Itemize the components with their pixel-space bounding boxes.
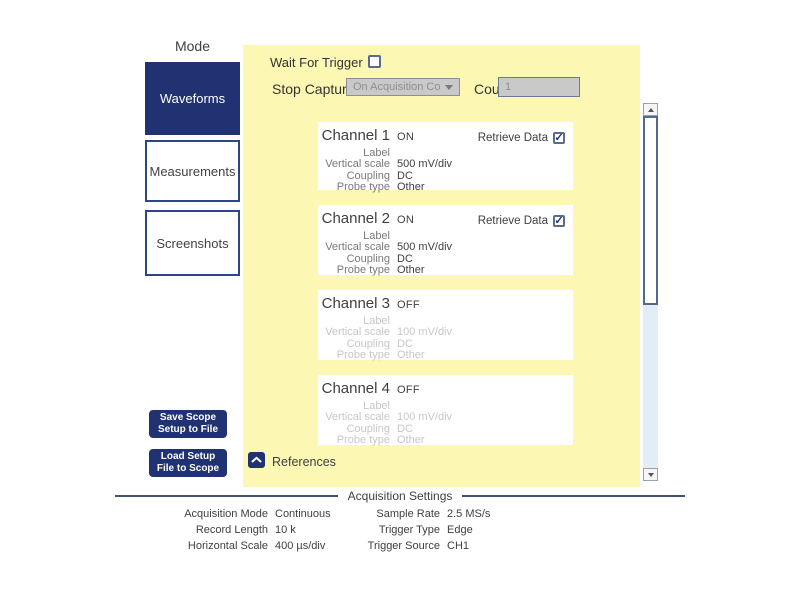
channel-1-retrieve-data-checkbox[interactable] (553, 132, 565, 144)
scrollbar-track[interactable] (643, 116, 658, 468)
acquisition-mode-row: Acquisition Mode Continuous (150, 508, 331, 520)
channel-4-vscale-field: Vertical scale (325, 411, 390, 423)
stop-capture-dropdown[interactable]: On Acquisition Count (346, 78, 460, 96)
channel-1-title: Channel 1 (321, 127, 390, 144)
horizontal-scale-value: 400 µs/div (275, 540, 326, 552)
divider-line-left (115, 495, 338, 497)
acquisition-settings-divider: Acquisition Settings (115, 489, 686, 503)
horizontal-scale-label: Horizontal Scale (187, 540, 268, 552)
channel-2-card: Channel 2 ON Label Vertical scale 500 mV/… (318, 205, 573, 276)
count-value: 1 (505, 81, 512, 93)
record-length-label: Record Length (195, 524, 268, 536)
channel-3-label-field: Label (363, 314, 390, 327)
channel-1-coupling-field: Coupling (346, 169, 390, 182)
acquisition-mode-label: Acquisition Mode (184, 508, 268, 520)
channel-2-vscale-value: 500 mV/div (397, 241, 453, 253)
stop-capture-selected-value: On Acquisition Count (353, 81, 441, 93)
channel-1-vscale-value: 500 mV/div (397, 158, 453, 170)
scroll-down-button[interactable] (643, 468, 658, 481)
save-scope-setup-button-line1: Save Scope (159, 411, 217, 423)
channel-3-coupling-field: Coupling (346, 337, 390, 350)
tab-screenshots[interactable]: Screenshots (145, 210, 240, 276)
sample-rate-value: 2.5 MS/s (447, 508, 491, 520)
scrollbar-thumb[interactable] (643, 116, 658, 305)
channel-2-title: Channel 2 (321, 210, 390, 227)
tab-waveforms-label: Waveforms (159, 91, 226, 106)
horizontal-scale-row: Horizontal Scale 400 µs/div (150, 541, 331, 552)
channel-2-label-field: Label (363, 229, 390, 242)
channel-3-probe-value: Other (397, 349, 425, 361)
channel-1-label-field: Label (363, 146, 390, 159)
tab-waveforms[interactable]: Waveforms (145, 62, 240, 135)
sample-rate-row: Sample Rate 2.5 MS/s (330, 509, 490, 520)
acquisition-settings-left-column: Acquisition Mode Continuous Record Lengt… (150, 508, 331, 557)
channel-4-label-field: Label (363, 399, 390, 412)
channel-1-vscale-field: Vertical scale (325, 158, 390, 170)
divider-line-right (462, 495, 686, 497)
channel-1-retrieve-data-label: Retrieve Data (477, 132, 548, 144)
tab-screenshots-label: Screenshots (156, 235, 229, 251)
trigger-source-label: Trigger Source (367, 540, 440, 552)
channel-3-coupling-value: DC (397, 337, 413, 350)
acquisition-settings-title: Acquisition Settings (347, 489, 453, 503)
scroll-down-icon (647, 472, 654, 477)
acquisition-settings-right-column: Sample Rate 2.5 MS/s Trigger Type Edge T… (330, 509, 491, 557)
channel-4-card: Channel 4 OFF Label Vertical scale 100 mV… (318, 375, 573, 446)
mode-section-label: Mode (174, 38, 211, 54)
tab-measurements[interactable]: Measurements (145, 140, 240, 202)
channel-3-vscale-value: 100 mV/div (397, 326, 453, 338)
channel-2-retrieve-data-checkbox[interactable] (553, 215, 565, 227)
channel-1-coupling-value: DC (397, 169, 413, 182)
stop-capture-label: Stop Capture (272, 81, 355, 97)
references-label: References (272, 455, 336, 469)
channel-1-card: Channel 1 ON Label Vertical scale 500 mV/… (318, 122, 573, 193)
channel-2-coupling-field: Coupling (346, 252, 390, 265)
trigger-type-value: Edge (447, 524, 473, 536)
wait-for-trigger-checkbox[interactable] (368, 55, 381, 68)
sample-rate-label: Sample Rate (376, 508, 440, 520)
channel-3-probe-field: Probe type (336, 349, 390, 361)
channel-2-vscale-field: Vertical scale (325, 241, 390, 253)
tab-measurements-label: Measurements (149, 163, 236, 179)
channel-4-probe-field: Probe type (336, 434, 390, 446)
scroll-up-icon (647, 107, 654, 112)
channel-4-coupling-field: Coupling (346, 422, 390, 435)
channel-3-state: OFF (397, 299, 420, 311)
count-input[interactable]: 1 (498, 77, 580, 97)
acquisition-mode-value: Continuous (275, 508, 331, 520)
channel-1-state: ON (397, 131, 415, 143)
chevron-up-icon (251, 456, 262, 463)
load-setup-file-button[interactable]: Load Setup File to Scope (149, 449, 227, 477)
references-collapse-button[interactable] (248, 452, 265, 468)
channel-1-probe-field: Probe type (336, 181, 390, 193)
wait-for-trigger-label: Wait For Trigger (270, 55, 363, 70)
channel-2-coupling-value: DC (397, 252, 413, 265)
load-setup-file-button-line1: Load Setup (160, 450, 216, 462)
trigger-type-label: Trigger Type (378, 524, 440, 536)
chevron-down-icon (445, 84, 453, 90)
channel-4-coupling-value: DC (397, 422, 413, 435)
channel-2-probe-field: Probe type (336, 264, 390, 276)
trigger-source-value: CH1 (447, 540, 470, 552)
channel-3-card: Channel 3 OFF Label Vertical scale 100 mV… (318, 290, 573, 361)
channel-4-title: Channel 4 (321, 380, 390, 397)
record-length-value: 10 k (275, 524, 296, 536)
save-scope-setup-button-line2: Setup to File (158, 424, 218, 435)
record-length-row: Record Length 10 k (150, 525, 331, 536)
channel-4-probe-value: Other (397, 434, 425, 446)
channel-2-state: ON (397, 214, 415, 226)
channel-1-probe-value: Other (397, 181, 425, 193)
channel-4-vscale-value: 100 mV/div (397, 411, 453, 423)
channel-4-state: OFF (397, 384, 420, 396)
vertical-scrollbar (643, 103, 658, 481)
trigger-type-row: Trigger Type Edge (330, 525, 490, 536)
channel-2-probe-value: Other (397, 264, 425, 276)
channel-3-vscale-field: Vertical scale (325, 326, 390, 338)
channel-2-retrieve-data-label: Retrieve Data (477, 215, 548, 227)
scroll-up-button[interactable] (643, 103, 658, 116)
channel-3-title: Channel 3 (321, 295, 390, 312)
load-setup-file-button-line2: File to Scope (156, 463, 220, 474)
save-scope-setup-button[interactable]: Save Scope Setup to File (149, 410, 227, 438)
trigger-source-row: Trigger Source CH1 (330, 541, 490, 552)
